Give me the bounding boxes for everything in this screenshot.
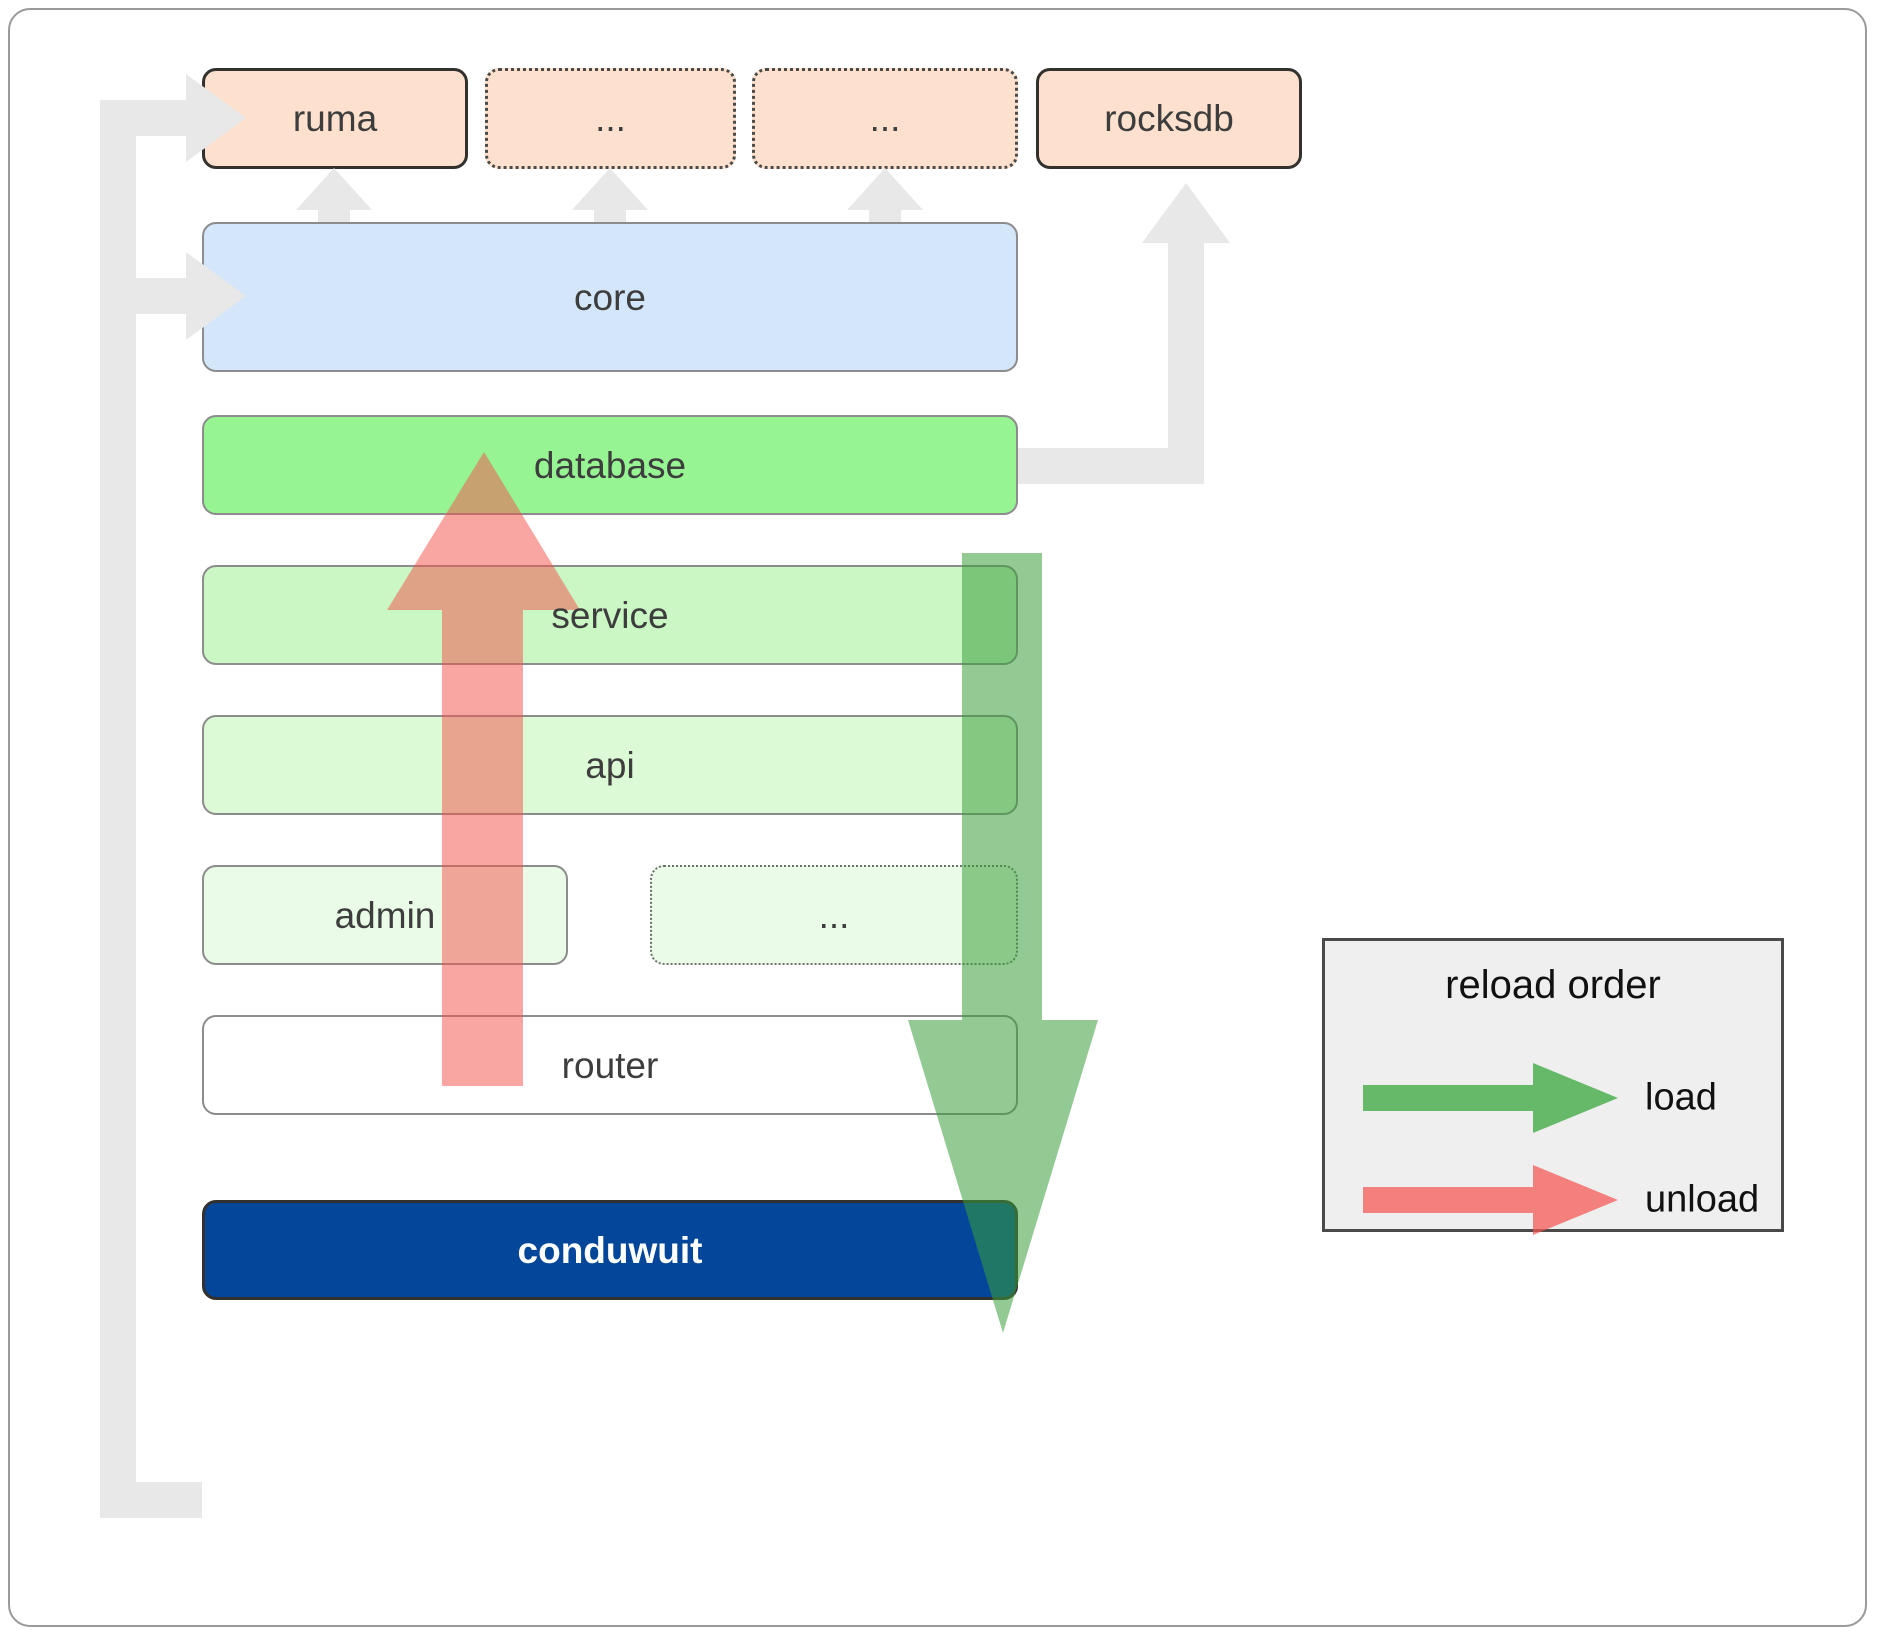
node-core-label: core (574, 276, 646, 318)
node-dots-top-1-label: ... (595, 98, 626, 139)
legend-row-load: load (1325, 1063, 1781, 1133)
node-dots-top-2-label: ... (869, 98, 901, 139)
node-ruma-label: ruma (292, 98, 378, 139)
load-legend-arrow-icon (1363, 1063, 1618, 1133)
node-database-label: database (533, 444, 687, 486)
node-dots-top-2[interactable]: ... (752, 68, 1018, 169)
node-api[interactable]: api (202, 715, 1018, 815)
node-admin-label: admin (334, 894, 436, 936)
legend-panel: reload order load unload (1322, 938, 1784, 1235)
node-service-label: service (551, 594, 669, 636)
node-router[interactable]: router (202, 1015, 1018, 1115)
node-database[interactable]: database (202, 415, 1018, 515)
node-api-label: api (585, 744, 635, 786)
node-dots-mid[interactable]: ... (650, 865, 1018, 965)
node-dots-mid-label: ... (818, 894, 850, 936)
node-router-label: router (561, 1044, 659, 1086)
node-service[interactable]: service (202, 565, 1018, 665)
legend-label-unload: unload (1645, 1178, 1760, 1221)
node-ruma[interactable]: ruma (202, 68, 468, 169)
node-conduwuit-label: conduwuit (517, 1229, 703, 1271)
legend-title: reload order (1445, 963, 1661, 1007)
node-rocksdb-label: rocksdb (1104, 98, 1234, 139)
node-core[interactable]: core (202, 222, 1018, 372)
legend-row-unload: unload (1325, 1165, 1781, 1235)
node-rocksdb[interactable]: rocksdb (1036, 68, 1302, 169)
legend-label-load: load (1645, 1076, 1717, 1119)
unload-legend-arrow-icon (1363, 1165, 1618, 1235)
node-conduwuit[interactable]: conduwuit (202, 1200, 1018, 1300)
node-admin[interactable]: admin (202, 865, 568, 965)
node-dots-top-1[interactable]: ... (485, 68, 736, 169)
